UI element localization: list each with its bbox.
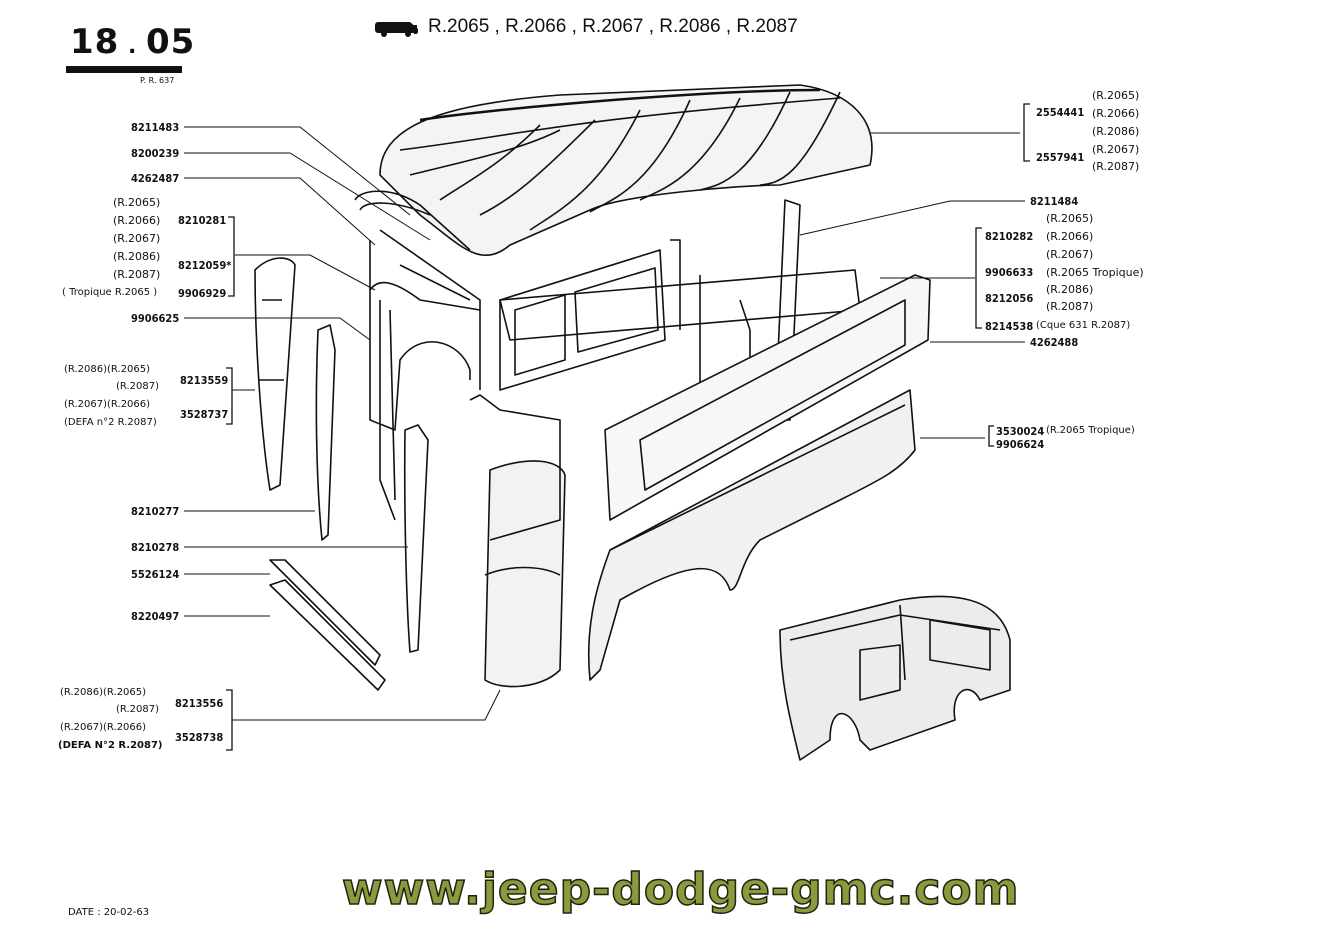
part-8200239: 8200239 xyxy=(131,147,180,160)
variant-label: (R.2066) xyxy=(1046,230,1094,243)
bracket-left-group1 xyxy=(228,216,235,297)
part-4262488: 4262488 xyxy=(1030,336,1079,349)
variant-label: (R.2086) xyxy=(113,250,161,263)
part-8210282: 8210282 xyxy=(985,230,1034,243)
part-8210277: 8210277 xyxy=(131,505,180,518)
part-8211484: 8211484 xyxy=(1030,195,1079,208)
bracket-left-group3 xyxy=(226,689,233,751)
left-rear-corner-panel xyxy=(254,257,296,491)
variant-label: (R.2065) xyxy=(1092,89,1140,102)
page-number: 18 . 05 xyxy=(70,22,196,62)
variant-label: (R.2087) xyxy=(116,704,160,715)
part-4262487: 4262487 xyxy=(131,172,180,185)
bracket-left-group2 xyxy=(226,367,233,425)
left-pillar-strip xyxy=(315,324,336,541)
part-9906929: 9906929 xyxy=(178,287,227,300)
part-8212059: 8212059* xyxy=(178,259,232,272)
variant-label: (R.2065) xyxy=(1046,212,1094,225)
roof-panel xyxy=(379,84,873,256)
variant-label: (R.2065 Tropique) xyxy=(1046,266,1144,279)
front-pillar-strip xyxy=(403,424,429,653)
part-5526124: 5526124 xyxy=(131,568,180,581)
part-9906633: 9906633 xyxy=(985,266,1034,279)
assembled-body-thumbnail xyxy=(779,595,1011,761)
part-3528738: 3528738 xyxy=(175,731,224,744)
bracket-side-group xyxy=(975,227,982,329)
header-rule xyxy=(66,66,182,73)
variant-label: ( Tropique R.2065 ) xyxy=(62,287,158,298)
variant-label: (R.2086)(R.2065) xyxy=(64,364,151,375)
variant-label: (R.2087) xyxy=(1092,160,1140,173)
lower-side-panel xyxy=(587,389,916,681)
print-date: DATE : 20-02-63 xyxy=(68,907,150,918)
variant-label: (R.2087) xyxy=(116,381,160,392)
subsection-number: 05 xyxy=(146,22,196,62)
variant-label: (R.2067) xyxy=(113,232,161,245)
bracket-roof xyxy=(1023,103,1030,162)
van-icon xyxy=(374,18,422,45)
part-2554441: 2554441 xyxy=(1036,106,1085,119)
floor-sill-bottom xyxy=(269,579,386,691)
part-3530024: 3530024 xyxy=(996,425,1045,438)
part-3528737: 3528737 xyxy=(180,408,229,421)
variant-label: (R.2067) xyxy=(1092,143,1140,156)
part-9906625: 9906625 xyxy=(131,312,180,325)
variant-label: (R.2065 Tropique) xyxy=(1046,425,1135,436)
variant-label: (R.2066) xyxy=(1092,107,1140,120)
model-list: R.2065 , R.2066 , R.2067 , R.2086 , R.20… xyxy=(428,16,798,37)
website-watermark: www.jeep-dodge-gmc.com xyxy=(341,863,1020,916)
variant-label: (R.2086) xyxy=(1046,283,1094,296)
part-8210278: 8210278 xyxy=(131,541,180,554)
variant-label: (R.2087) xyxy=(1046,300,1094,313)
variant-label: (R.2067)(R.2066) xyxy=(60,722,147,733)
variant-label: (R.2065) xyxy=(113,196,161,209)
bracket-lower-panel xyxy=(988,425,994,447)
plate-reference: P. R. 637 xyxy=(140,76,175,85)
variant-label: (R.2067)(R.2066) xyxy=(64,399,151,410)
part-8214538: 8214538 xyxy=(985,320,1034,333)
variant-label: (R.2086) xyxy=(1092,125,1140,138)
side-window-panel xyxy=(604,274,931,521)
part-8213559: 8213559 xyxy=(180,374,229,387)
variant-label: (R.2067) xyxy=(1046,248,1094,261)
variant-label: (R.2087) xyxy=(113,268,161,281)
variant-label: (DEFA n°2 R.2087) xyxy=(64,417,157,428)
part-8220497: 8220497 xyxy=(131,610,180,623)
variant-label: (Cque 631 R.2087) xyxy=(1036,320,1131,331)
variant-label: (DEFA N°2 R.2087) xyxy=(58,740,163,751)
section-number: 18 xyxy=(70,22,120,62)
part-9906624: 9906624 xyxy=(996,438,1045,451)
part-8212056: 8212056 xyxy=(985,292,1034,305)
rear-quarter-panel xyxy=(484,460,566,688)
part-2557941: 2557941 xyxy=(1036,151,1085,164)
variant-label: (R.2086)(R.2065) xyxy=(60,687,147,698)
floor-sill-top xyxy=(269,559,381,666)
part-8210281: 8210281 xyxy=(178,214,227,227)
cab-frame xyxy=(354,190,681,521)
part-8213556: 8213556 xyxy=(175,697,224,710)
variant-label: (R.2066) xyxy=(113,214,161,227)
part-8211483: 8211483 xyxy=(131,121,180,134)
